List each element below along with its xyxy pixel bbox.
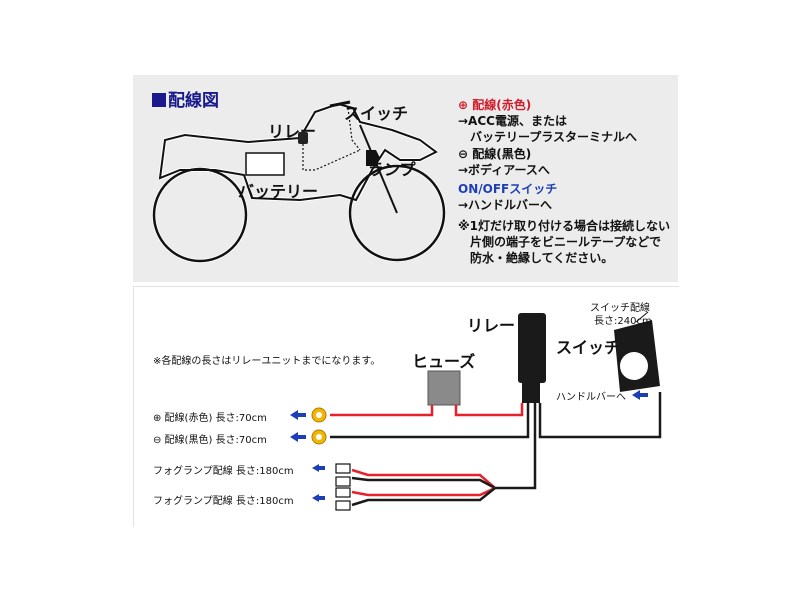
red-wire-label: ⊕ 配線(赤色) 長さ:70cm xyxy=(153,413,267,424)
legend-positive-desc2: バッテリープラスターミナルへ xyxy=(470,130,638,144)
lamp-shape xyxy=(366,150,380,166)
label-battery: バッテリー xyxy=(238,182,319,201)
legend-onoff-desc: →ハンドルバーへ xyxy=(458,198,553,212)
switch-wire-label1: スイッチ配線 xyxy=(590,303,650,314)
fog-wire-label-1: フォグランプ配線 長さ:180cm xyxy=(153,466,294,477)
diagram-title: 配線図 xyxy=(152,86,219,111)
black-wire-label: ⊖ 配線(黒色) 長さ:70cm xyxy=(153,435,267,446)
legend-negative-title: ⊖ 配線(黒色) xyxy=(458,147,532,161)
relay-unit xyxy=(518,313,546,383)
handlebar-label: ハンドルバーへ xyxy=(556,392,626,403)
red-wire-to-fuse xyxy=(330,405,434,417)
arrows xyxy=(290,390,648,502)
relay-label: リレー xyxy=(467,316,516,335)
note-line1: ※1灯だけ取り付ける場合は接続しない xyxy=(458,219,671,233)
ring-terminal-red xyxy=(311,407,327,423)
relay-box xyxy=(298,132,308,144)
label-relay: リレー xyxy=(268,122,317,141)
legend-positive-title: ⊕ 配線(赤色) xyxy=(458,98,532,112)
switch-label: スイッチ xyxy=(556,338,621,357)
black-wire xyxy=(330,403,530,439)
fog-connectors xyxy=(335,463,351,511)
red-wire-to-relay xyxy=(454,403,524,417)
legend-onoff-title: ON/OFFスイッチ xyxy=(458,182,558,196)
fog-wire-label-2: フォグランプ配線 長さ:180cm xyxy=(153,496,294,507)
switch-wire-label2: 長さ:240cm xyxy=(594,316,652,327)
switch-wire xyxy=(538,392,662,439)
overview-panel xyxy=(133,75,678,282)
note-line2: 片側の端子をビニールテープなどで xyxy=(470,235,662,249)
arrow-handlebar xyxy=(632,390,648,400)
label-switch: スイッチ xyxy=(344,104,409,123)
arrow-red-wire xyxy=(290,410,306,420)
title-square-icon xyxy=(152,93,166,107)
relay-cable-boot xyxy=(522,383,540,403)
fuse-label: ヒューズ xyxy=(412,352,476,371)
legend-negative-desc: →ボディアースへ xyxy=(458,163,550,177)
fuse-holder xyxy=(427,370,461,406)
arrow-fog1 xyxy=(312,464,325,472)
length-note: ※各配線の長さはリレーユニットまでになります。 xyxy=(153,356,381,367)
ring-terminal-black xyxy=(311,429,327,445)
arrow-fog2 xyxy=(312,494,325,502)
label-lamp: ランプ xyxy=(368,160,416,179)
arrow-black-wire xyxy=(290,432,306,442)
battery-box xyxy=(245,152,285,176)
motorcycle-fill xyxy=(152,100,446,263)
detail-panel xyxy=(133,286,679,527)
fog-trunk xyxy=(495,403,537,490)
switch-button xyxy=(620,352,648,380)
legend-positive-desc1: →ACC電源、または xyxy=(458,114,567,128)
note-line3: 防水・絶縁してください。 xyxy=(470,251,614,265)
